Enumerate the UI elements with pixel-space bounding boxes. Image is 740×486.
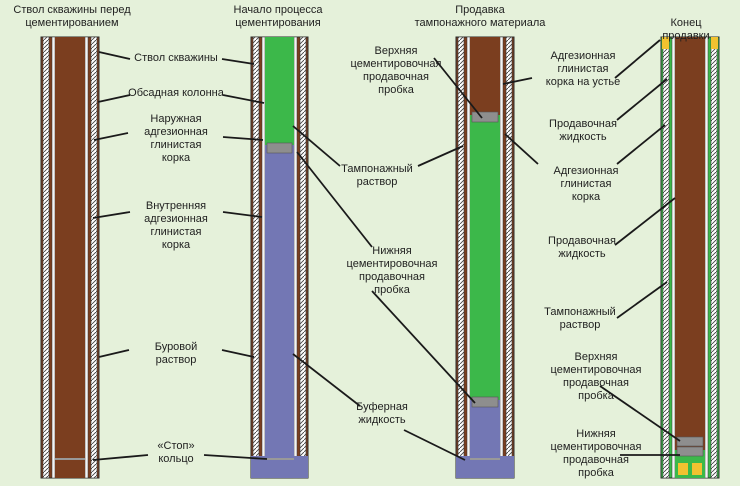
label-spacer-fluid: Буферная жидкость <box>356 401 408 426</box>
leader-line <box>599 385 681 442</box>
label-displacement-fluid-2: Продавочная жидкость <box>548 235 616 260</box>
shoe-cake-right <box>692 463 702 475</box>
leader-line <box>203 454 268 460</box>
wellhead-cake-right <box>711 37 718 49</box>
leader-line <box>222 211 263 218</box>
leader-line <box>292 125 341 167</box>
wellbore-wall-right <box>299 36 307 479</box>
top-plug <box>471 111 499 123</box>
leader-line <box>616 78 668 121</box>
casing-cement <box>265 37 294 145</box>
casing-wall-right <box>84 36 89 479</box>
wellbore-wall-left <box>42 36 50 479</box>
casing-cement <box>470 115 500 400</box>
wellbore-wall-right <box>90 36 98 479</box>
bottom-plug <box>471 396 499 408</box>
header-displacement: Продавка тампонажного материала <box>414 4 546 29</box>
label-bottom-plug: Нижняя цементировочная продавочная пробк… <box>346 245 438 296</box>
leader-line <box>371 290 476 404</box>
wellbore-wall-left <box>662 36 670 479</box>
top-plug <box>676 436 704 447</box>
leader-line <box>92 211 131 219</box>
label-stop-ring: «Стоп» кольцо <box>157 440 195 465</box>
casing-wall-right <box>704 36 709 479</box>
casing-wall-right <box>293 36 298 479</box>
leader-line <box>433 57 483 119</box>
label-displacement-fluid-1: Продавочная жидкость <box>549 118 617 143</box>
header-displacement-end: Конец продавки <box>662 17 710 42</box>
label-bottom-plug-col4: Нижняя цементировочная продавочная пробк… <box>550 428 642 479</box>
leader-line <box>417 145 464 167</box>
bottom-plug <box>676 446 704 457</box>
shoe-cake-left <box>678 463 688 475</box>
leader-line <box>616 281 668 319</box>
label-outer-cake: Наружная адгезионная глинистая корка <box>144 113 208 164</box>
label-top-plug: Верхняя цементировочная продавочная проб… <box>350 45 442 96</box>
casing-fluid-mud <box>55 37 85 478</box>
wellbore-wall-right <box>710 36 718 479</box>
label-casing: Обсадная колонна <box>128 87 224 99</box>
annulus-spacer <box>251 456 308 478</box>
leader-line <box>296 151 373 248</box>
leader-line <box>97 94 131 103</box>
casing-displacement-fluid <box>675 37 705 450</box>
wellbore-wall-right <box>505 36 513 479</box>
label-cake-col4: Адгезионная глинистая корка <box>553 165 619 203</box>
leader-line <box>403 429 466 461</box>
leader-line <box>221 349 255 358</box>
leader-line <box>222 136 264 141</box>
casing-wall-right <box>499 36 504 479</box>
label-inner-cake: Внутренняя адгезионная глинистая корка <box>144 200 208 251</box>
label-top-plug-col4: Верхняя цементировочная продавочная проб… <box>550 351 642 402</box>
header-before-cementing: Ствол скважины перед цементированием <box>13 4 131 29</box>
wellbore-wall-left <box>252 36 260 479</box>
casing-wall-left <box>671 36 676 479</box>
well-1 <box>40 36 100 479</box>
well-3 <box>455 36 515 479</box>
casing-spacer <box>265 145 294 478</box>
leader-line <box>92 454 149 461</box>
leader-line <box>98 51 131 60</box>
wellbore-wall-left <box>457 36 465 479</box>
header-cementing-start: Начало процесса цементирования <box>233 4 323 29</box>
casing-wall-left <box>51 36 56 479</box>
leader-line <box>98 349 130 358</box>
well-2 <box>250 36 309 479</box>
leader-line <box>504 133 539 165</box>
label-drilling-mud: Буровой раствор <box>154 341 198 366</box>
well-4 <box>660 36 720 479</box>
label-wellbore: Ствол скважины <box>134 52 218 64</box>
leader-line <box>614 39 661 79</box>
leader-line <box>221 58 255 65</box>
leader-line <box>614 197 676 246</box>
leader-line <box>616 124 666 165</box>
leader-line <box>502 77 533 85</box>
wellhead-cake-left <box>662 37 669 49</box>
leader-line <box>93 132 129 141</box>
annulus-spacer <box>456 456 514 478</box>
label-wellhead-cake: Адгезионная глинистая корка на устье <box>545 50 621 88</box>
casing-displacement-fluid <box>470 37 500 115</box>
bottom-plug <box>266 142 293 154</box>
label-cement-slurry: Тампонажный раствор <box>341 163 413 188</box>
label-cement-col4: Тампонажный раствор <box>544 306 616 331</box>
leader-line <box>292 353 361 407</box>
leader-line <box>222 94 265 104</box>
